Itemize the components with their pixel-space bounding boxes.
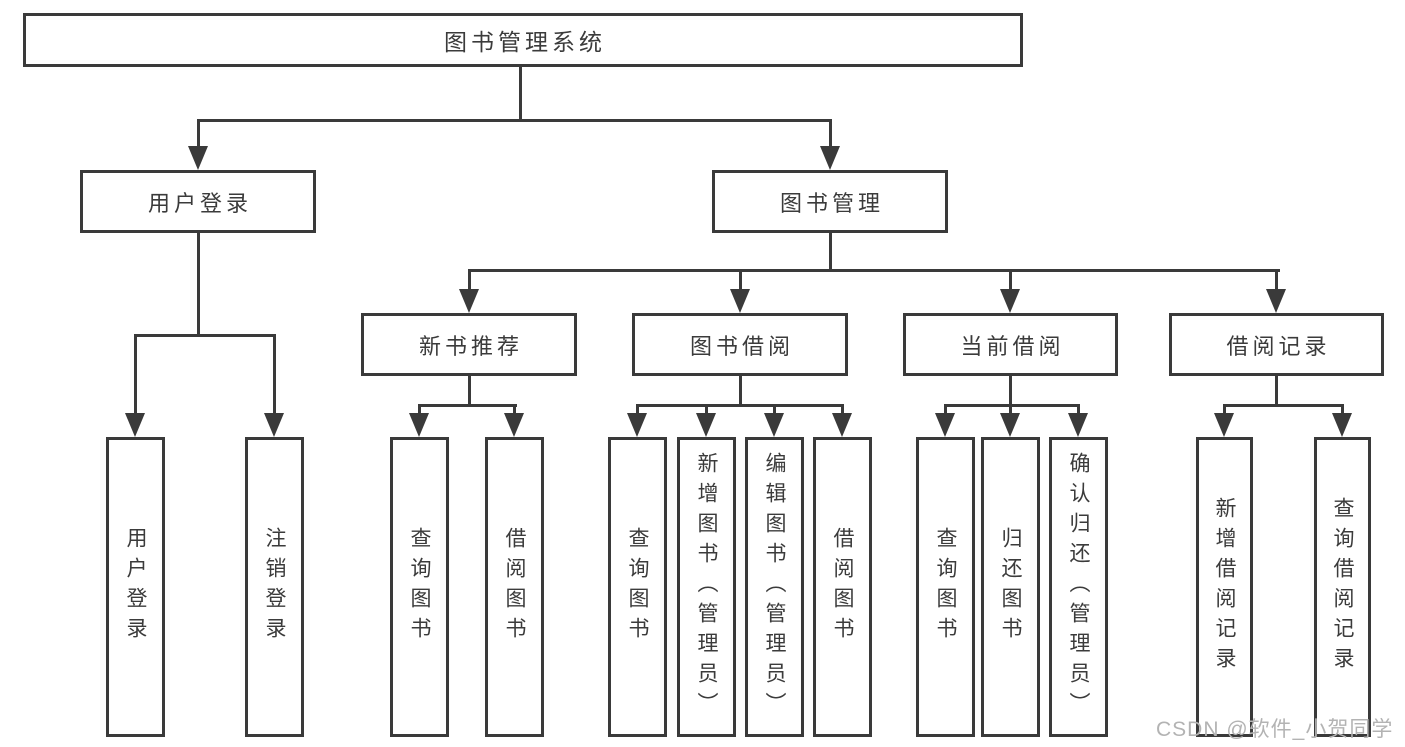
node-user-login: 用户登录	[80, 170, 316, 233]
connector-line	[1009, 376, 1012, 407]
connector-line	[197, 119, 200, 151]
leaf-borrowing-borrow-books: 借阅图书	[813, 437, 872, 737]
node-user-login-label: 用户登录	[147, 190, 252, 216]
node-new-book-recommendation: 新书推荐	[361, 313, 577, 376]
connector-line	[944, 404, 947, 416]
leaf-borrowing-query-books: 查询图书	[608, 437, 667, 737]
connector-line	[197, 119, 832, 122]
leaf-confirm-return-admin: 确认归还（管理员）	[1049, 437, 1108, 737]
connector-line	[468, 376, 471, 407]
leaf-current-query-books: 查询图书	[916, 437, 975, 737]
connector-line	[134, 334, 137, 416]
leaf-query-borrow-record: 查询借阅记录	[1314, 437, 1371, 737]
connector-line	[636, 404, 844, 407]
connector-line	[944, 404, 1080, 407]
node-borrowing-records-label: 借阅记录	[1226, 333, 1331, 359]
arrow-down-icon	[1068, 413, 1088, 437]
connector-line	[1223, 404, 1344, 407]
arrow-down-icon	[1332, 413, 1352, 437]
connector-line	[418, 404, 421, 416]
connector-line	[134, 334, 276, 337]
connector-line	[705, 404, 708, 416]
arrow-down-icon	[1266, 289, 1286, 313]
leaf-recommend-query-books-label: 查询图书	[408, 527, 431, 647]
leaf-confirm-return-admin-label: 确认归还（管理员）	[1067, 452, 1090, 722]
arrow-down-icon	[409, 413, 429, 437]
arrow-down-icon	[1214, 413, 1234, 437]
arrow-down-icon	[504, 413, 524, 437]
node-book-management-label: 图书管理	[779, 190, 884, 216]
leaf-query-borrow-record-label: 查询借阅记录	[1331, 497, 1354, 677]
node-book-management: 图书管理	[712, 170, 948, 233]
leaf-logout-label: 注销登录	[263, 527, 286, 647]
leaf-borrowing-borrow-books-label: 借阅图书	[831, 527, 854, 647]
leaf-add-book-admin: 新增图书（管理员）	[677, 437, 736, 737]
node-new-book-recommendation-label: 新书推荐	[418, 333, 523, 359]
connector-line	[1009, 269, 1012, 291]
node-current-borrowing-label: 当前借阅	[960, 333, 1065, 359]
leaf-user-login-label: 用户登录	[124, 527, 147, 647]
leaf-logout: 注销登录	[245, 437, 304, 737]
leaf-add-borrow-record-label: 新增借阅记录	[1213, 497, 1236, 677]
arrow-down-icon	[832, 413, 852, 437]
connector-line	[636, 404, 639, 416]
node-root: 图书管理系统	[23, 13, 1023, 67]
arrow-down-icon	[1000, 413, 1020, 437]
leaf-edit-book-admin: 编辑图书（管理员）	[745, 437, 804, 737]
arrow-down-icon	[459, 289, 479, 313]
arrow-down-icon	[264, 413, 284, 437]
connector-line	[1009, 404, 1012, 416]
leaf-return-books: 归还图书	[981, 437, 1040, 737]
node-borrowing-records: 借阅记录	[1169, 313, 1384, 376]
connector-line	[1077, 404, 1080, 416]
node-book-borrowing-label: 图书借阅	[689, 333, 794, 359]
connector-line	[841, 404, 844, 416]
connector-line	[739, 269, 742, 291]
node-current-borrowing: 当前借阅	[903, 313, 1118, 376]
node-book-borrowing: 图书借阅	[632, 313, 848, 376]
connector-line	[468, 269, 471, 291]
csdn-watermark: CSDN @软件_小贺同学	[1156, 718, 1394, 741]
leaf-borrowing-query-books-label: 查询图书	[626, 527, 649, 647]
arrow-down-icon	[1000, 289, 1020, 313]
connector-line	[739, 376, 742, 407]
leaf-recommend-borrow-books-label: 借阅图书	[503, 527, 526, 647]
connector-line	[829, 233, 832, 272]
connector-line	[1275, 269, 1278, 291]
leaf-recommend-query-books: 查询图书	[390, 437, 449, 737]
leaf-user-login: 用户登录	[106, 437, 165, 737]
connector-line	[1223, 404, 1226, 416]
arrow-down-icon	[125, 413, 145, 437]
connector-line	[519, 65, 522, 121]
arrow-down-icon	[188, 146, 208, 170]
leaf-recommend-borrow-books: 借阅图书	[485, 437, 544, 737]
leaf-add-book-admin-label: 新增图书（管理员）	[695, 452, 718, 722]
arrow-down-icon	[820, 146, 840, 170]
arrow-down-icon	[627, 413, 647, 437]
connector-line	[773, 404, 776, 416]
connector-line	[273, 334, 276, 416]
leaf-return-books-label: 归还图书	[999, 527, 1022, 647]
connector-line	[197, 233, 200, 337]
node-root-label: 图书管理系统	[444, 29, 606, 55]
connector-line	[1341, 404, 1344, 416]
arrow-down-icon	[935, 413, 955, 437]
leaf-edit-book-admin-label: 编辑图书（管理员）	[763, 452, 786, 722]
leaf-current-query-books-label: 查询图书	[934, 527, 957, 647]
leaf-add-borrow-record: 新增借阅记录	[1196, 437, 1253, 737]
arrow-down-icon	[764, 413, 784, 437]
connector-line	[829, 119, 832, 151]
arrow-down-icon	[730, 289, 750, 313]
arrow-down-icon	[696, 413, 716, 437]
connector-line	[468, 269, 1280, 272]
connector-line	[1275, 376, 1278, 407]
connector-line	[513, 404, 516, 416]
connector-line	[418, 404, 517, 407]
